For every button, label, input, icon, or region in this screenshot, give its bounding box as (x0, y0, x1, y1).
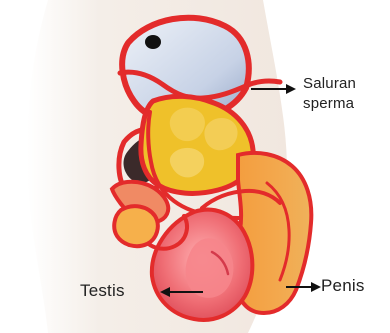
testis-label: Testis (80, 281, 125, 301)
sperm-duct-label-line1: Saluran (303, 74, 356, 94)
penis-label: Penis (321, 276, 365, 296)
bladder-opening-icon (145, 35, 161, 49)
sperm-duct-label-line2: sperma (303, 94, 356, 114)
penis-arrow-head-icon (311, 282, 321, 292)
sperm-duct-arrow-head-icon (286, 84, 296, 94)
penis-arrow-line (286, 286, 312, 288)
lower-left-gland (114, 206, 158, 246)
sperm-duct-arrow-line (251, 88, 287, 90)
sperm-duct-label: Saluran sperma (303, 74, 356, 114)
testis-arrow-line (170, 291, 203, 293)
testis-arrow-head-icon (160, 287, 170, 297)
